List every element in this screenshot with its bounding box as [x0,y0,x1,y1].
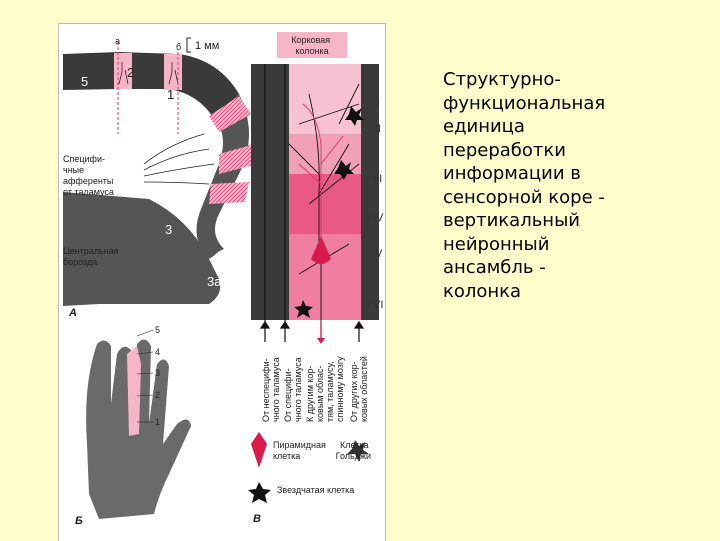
marker-a-label: а [115,36,120,46]
red-dendrites [298,103,344,254]
finger-pink-strip [127,346,141,436]
band-b-top [164,54,182,90]
golgi-cell-upper [345,106,364,126]
caption-line-2: функциональная [443,92,606,114]
layer-iv-label: IV [373,212,384,224]
cortex-strip-side [196,94,249,259]
region-3a-label: 3а [207,274,222,289]
hand-number-1: 1 [155,417,160,427]
central-sulcus [211,249,229,269]
caption-line-10: колонка [443,280,522,302]
hand-number-5: 5 [155,325,160,335]
column-title: Корковая колонка [291,35,332,56]
panel-b: 5 4 3 2 1 Б [75,325,191,527]
golgi-cell-middle [334,160,354,180]
afferent-fibers [143,133,215,185]
caption-line-4: переработки [443,139,566,161]
band-curve-3 [209,182,249,204]
scale-label: 1 мм [195,40,219,52]
caption-line-9: ансамбль - [443,257,546,278]
region-2-label: 2 [127,65,134,80]
band-curve-1 [209,96,251,132]
cortex-strip-top [63,52,239,119]
legend-stellate-icon [248,482,271,503]
layer-v-label: V [375,248,383,260]
band-curve-2 [219,144,257,174]
legend-golgi-label: Клетка Гольджи [336,440,371,461]
layer-iii-label: III [373,173,382,185]
finger-pointer-lines [136,329,154,423]
legend-golgi-icon [347,440,369,462]
input-nonspecific-label: От неспецифи- чного таламуса [261,356,281,422]
region-3-label: 3 [165,222,172,237]
pyramidal-cell [311,236,331,264]
io-arrows [259,320,365,342]
caption-line-6: сенсорной коре - [443,186,605,208]
caption-line-8: нейронный [443,233,550,255]
layer-i-label: I [377,97,380,109]
cortex-column-figure: а б 1 мм 5 2 1 3 3а Специфи- чные аффере… [63,32,384,527]
layer-vi-label: VI [373,299,383,311]
hand-number-3: 3 [155,368,160,378]
stellate-cell [294,300,313,318]
input-cortical-label: От других кор- ковых областей [349,356,369,422]
region-1-label: 1 [167,87,174,102]
scale-bracket [186,37,191,53]
output-arrowhead [317,338,325,344]
output-targets-label: К другим кор- ковым облас- тям, таламусу… [305,356,345,422]
figure-panel: а б 1 мм 5 2 1 3 3а Специфи- чные аффере… [58,23,386,541]
column-layer-upper [289,64,361,134]
input-specific-label: От специфи- чного таламуса [283,357,303,422]
panel-v: Корковая колонка I II III IV V VI [248,32,384,525]
column-title-box [277,32,347,58]
caption-line-7: вертикальный [443,210,580,231]
hand-number-2: 2 [155,390,160,400]
layer-ii-label: II [375,123,381,135]
cortex-strip-bottom [63,192,221,306]
panel-a-letter: А [68,307,77,319]
caption-line-3: единица [443,116,525,137]
region-5-label: 5 [81,74,88,89]
caption-line-5: информации в [443,163,581,184]
legend-pyramidal-label: Пирамидная клетка [273,440,328,461]
hand-number-4: 4 [155,347,160,357]
legend-pyramidal-icon [251,432,267,468]
panel-v-letter: В [253,513,261,525]
sulcus-label: Центральная борозда [63,246,121,267]
column-layer-iv [289,174,361,234]
strip-neurons [118,62,179,85]
slide-caption: Структурно- функциональная единица перер… [443,68,703,303]
legend-stellate-label: Звездчатая клетка [277,485,354,495]
marker-b-label: б [176,42,181,52]
afferents-label: Специфи- чные афференты от таламуса [63,154,116,197]
panel-b-letter: Б [75,515,83,527]
column-neurons [288,83,360,324]
caption-line-1: Структурно- [443,69,561,90]
panel-a: а б 1 мм 5 2 1 3 3а Специфи- чные аффере… [63,36,257,319]
